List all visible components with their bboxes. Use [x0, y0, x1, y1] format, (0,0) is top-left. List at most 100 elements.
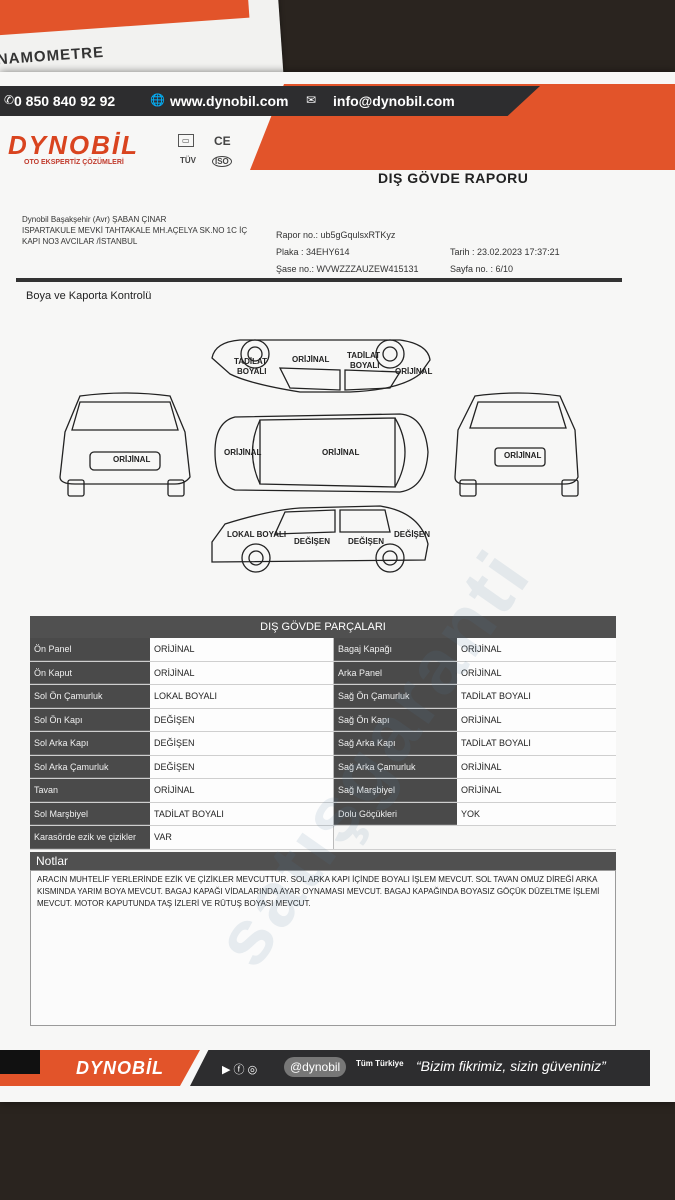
iso-mark: ISO	[212, 156, 232, 167]
address-line-2: ISPARTAKULE MEVKİ TAHTAKALE MH.AÇELYA SK…	[22, 226, 248, 235]
footer-brand: DYNOBİL	[76, 1058, 164, 1078]
part-name-left: Karasörde ezik ve çizikler	[30, 826, 150, 849]
label-top-roof: ORİJİNAL	[322, 448, 359, 457]
part-status-left: VAR	[150, 826, 334, 849]
car-rear-view	[454, 392, 579, 497]
label-right-front-fender: ORİJİNAL	[395, 367, 432, 376]
parts-table-title: DIŞ GÖVDE PARÇALARI	[30, 616, 616, 638]
label-right-rear-fender: TADİLAT	[234, 357, 267, 366]
part-name-right: Bagaj Kapağı	[334, 638, 457, 661]
website-link[interactable]: www.dynobil.com	[170, 93, 289, 109]
background-sheet-bar	[0, 0, 250, 37]
globe-icon: 🌐	[150, 93, 165, 107]
part-status-right: ORİJİNAL	[457, 708, 616, 731]
background-sheet-title: INAMOMETRE	[0, 43, 105, 69]
part-status-left: TADİLAT BOYALI	[150, 802, 334, 825]
section-title: Boya ve Kaporta Kontrolü	[26, 290, 152, 302]
report-date: Tarih : 23.02.2023 17:37:21	[450, 247, 560, 257]
part-status-left: ORİJİNAL	[150, 779, 334, 802]
address-line-1: Dynobil Başakşehir (Avr) ŞABAN ÇINAR	[22, 215, 167, 224]
part-status-right: ORİJİNAL	[457, 638, 616, 661]
part-name-left: Sol Arka Çamurluk	[30, 755, 150, 778]
part-status-left: DEĞİŞEN	[150, 755, 334, 778]
part-name-left: Ön Kaput	[30, 661, 150, 684]
tuv-mark: TÜV	[180, 156, 196, 165]
slogan: “Bizim fikrimiz, sizin güveniniz”	[416, 1058, 606, 1074]
car-left-side-view	[211, 505, 429, 573]
part-name-left: Sol Ön Çamurluk	[30, 685, 150, 708]
part-status-right: ORİJİNAL	[457, 779, 616, 802]
part-status-right: TADİLAT BOYALI	[457, 685, 616, 708]
part-name-right: Sağ Arka Kapı	[334, 732, 457, 755]
part-status-left: DEĞİŞEN	[150, 708, 334, 731]
car-top-view	[214, 413, 429, 493]
part-status-right: ORİJİNAL	[457, 661, 616, 684]
label-right-rear-door: ORİJİNAL	[292, 355, 329, 364]
notes-box: ARACIN MUHTELİF YERLERİNDE EZİK VE ÇİZİK…	[30, 870, 616, 1026]
coverage-text: Tüm Türkiye	[356, 1059, 404, 1068]
label-left-rear-fender: DEĞİŞEN	[394, 530, 430, 539]
part-status-left: ORİJİNAL	[150, 638, 334, 661]
part-name-right: Sağ Arka Çamurluk	[334, 755, 457, 778]
header-divider	[16, 278, 622, 282]
email-link[interactable]: info@dynobil.com	[333, 93, 455, 109]
part-name-right: Sağ Ön Kapı	[334, 708, 457, 731]
address-line-3: KAPI NO3 AVCILAR /İSTANBUL	[22, 237, 138, 246]
plate-number: Plaka : 34EHY614	[276, 247, 350, 257]
part-status-right: TADİLAT BOYALI	[457, 732, 616, 755]
part-status-left: LOKAL BOYALI	[150, 685, 334, 708]
phone-icon: ✆	[4, 93, 15, 107]
label-right-front-door-2: BOYALI	[350, 361, 380, 370]
car-diagram: TADİLAT BOYALI ORİJİNAL TADİLAT BOYALI O…	[59, 339, 579, 573]
brand-logo: DYNOBİL OTO EKSPERTİZ ÇÖZÜMLERİ	[8, 130, 139, 166]
mail-icon: ✉	[306, 93, 317, 107]
cert-badge-icon: ▭	[178, 134, 194, 147]
page-number: Sayfa no. : 6/10	[450, 264, 514, 274]
part-status-left: DEĞİŞEN	[150, 732, 334, 755]
part-name-right: Sağ Ön Çamurluk	[334, 685, 457, 708]
label-right-front-door: TADİLAT	[347, 351, 380, 360]
notes-title: Notlar	[30, 852, 616, 870]
label-rear-panel: ORİJİNAL	[504, 451, 541, 460]
label-right-rear-fender-2: BOYALI	[237, 367, 267, 376]
brand-subtitle: OTO EKSPERTİZ ÇÖZÜMLERİ	[24, 159, 124, 166]
dealer-address: Dynobil Başakşehir (Avr) ŞABAN ÇINAR ISP…	[22, 214, 247, 247]
part-status-right: YOK	[457, 802, 616, 825]
label-front-panel: ORİJİNAL	[113, 455, 150, 464]
part-status-left: ORİJİNAL	[150, 661, 334, 684]
social-handle[interactable]: @dynobil	[284, 1057, 347, 1077]
social-icons[interactable]: ▶ ⓕ ◎	[222, 1064, 258, 1076]
part-name-left: Tavan	[30, 779, 150, 802]
notes-text: ARACIN MUHTELİF YERLERİNDE EZİK VE ÇİZİK…	[37, 875, 600, 908]
footer-dark	[190, 1050, 650, 1086]
part-name-left: Sol Arka Kapı	[30, 732, 150, 755]
part-name-right: Dolu Göçükleri	[334, 802, 457, 825]
brand-name: DYNOBİL	[8, 130, 139, 160]
phone-number: 0 850 840 92 92	[14, 93, 116, 109]
report-sheet: ✆ 0 850 840 92 92 🌐 www.dynobil.com ✉ in…	[0, 72, 675, 1102]
car-front-view	[59, 392, 191, 497]
part-name-right: Arka Panel	[334, 661, 457, 684]
contact-bar: ✆ 0 850 840 92 92 🌐 www.dynobil.com ✉ in…	[0, 86, 540, 116]
chassis-number: Şase no.: WVWZZZAUZEW415131	[276, 264, 419, 274]
report-number: Rapor no.: ub5gGqulsxRTKyz	[276, 230, 396, 240]
part-name-left: Sol Ön Kapı	[30, 708, 150, 731]
car-right-side-view	[211, 339, 431, 393]
part-status-right: ORİJİNAL	[457, 755, 616, 778]
part-name-left: Ön Panel	[30, 638, 150, 661]
part-name-right: Sağ Marşbiyel	[334, 779, 457, 802]
label-left-rear-door: DEĞİŞEN	[348, 537, 384, 546]
label-left-front-door: DEĞİŞEN	[294, 537, 330, 546]
label-left-front-fender: LOKAL BOYALI	[227, 530, 286, 539]
